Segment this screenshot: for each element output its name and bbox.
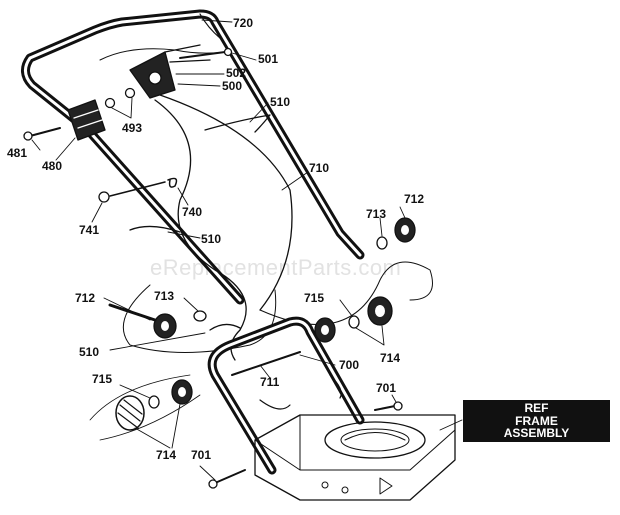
label-701-right: 701 bbox=[376, 381, 397, 395]
tie-510-top bbox=[204, 114, 271, 133]
bolt-701-right bbox=[374, 405, 396, 411]
label-713-left: 713 bbox=[154, 289, 175, 303]
nut-741 bbox=[98, 191, 110, 203]
label-493: 493 bbox=[122, 121, 143, 135]
washer-715-right bbox=[348, 315, 360, 329]
label-713-right: 713 bbox=[366, 207, 387, 221]
bolt-501 bbox=[179, 51, 226, 59]
ref-frame-assembly-box: REF FRAME ASSEMBLY bbox=[463, 400, 610, 442]
clip-740 bbox=[109, 177, 178, 197]
frame-housing bbox=[254, 414, 456, 501]
label-714-right: 714 bbox=[380, 351, 401, 365]
label-510-low: 510 bbox=[79, 345, 100, 359]
label-510-top: 510 bbox=[270, 95, 291, 109]
bracket-480 bbox=[67, 99, 106, 141]
label-715-right: 715 bbox=[304, 291, 325, 305]
washer-713-left bbox=[193, 310, 207, 322]
control-lever-500 bbox=[129, 44, 211, 99]
label-711: 711 bbox=[260, 375, 280, 389]
label-700: 700 bbox=[339, 358, 360, 372]
ref-line-2: FRAME bbox=[515, 413, 558, 428]
label-701-left: 701 bbox=[191, 448, 212, 462]
label-481: 481 bbox=[7, 146, 28, 160]
label-480: 480 bbox=[42, 159, 63, 173]
label-712-right: 712 bbox=[404, 192, 425, 206]
label-740: 740 bbox=[182, 205, 203, 219]
label-510-mid: 510 bbox=[201, 232, 222, 246]
label-715-left: 715 bbox=[92, 372, 113, 386]
label-712-left: 712 bbox=[75, 291, 96, 305]
nut-493b bbox=[124, 87, 136, 99]
bolt-481 bbox=[29, 127, 61, 137]
washer-715-left bbox=[148, 395, 160, 409]
label-501: 501 bbox=[258, 52, 279, 66]
ref-line-3: ASSEMBLY bbox=[503, 426, 570, 440]
label-500: 500 bbox=[222, 79, 243, 93]
label-720: 720 bbox=[233, 16, 254, 30]
tie-510-mid bbox=[129, 225, 181, 233]
label-741: 741 bbox=[79, 223, 100, 237]
ref-line-1: REF bbox=[524, 401, 549, 415]
label-710: 710 bbox=[309, 161, 330, 175]
label-714-left: 714 bbox=[156, 448, 177, 462]
control-cable bbox=[154, 99, 247, 361]
nut-493a bbox=[104, 97, 116, 109]
upper-handle-720 bbox=[21, 9, 365, 305]
label-502: 502 bbox=[226, 66, 247, 80]
bolt-701-left bbox=[214, 469, 246, 484]
lower-handle-700 bbox=[207, 316, 365, 475]
tie-510-low bbox=[209, 323, 241, 331]
washer-713-right bbox=[376, 236, 388, 250]
